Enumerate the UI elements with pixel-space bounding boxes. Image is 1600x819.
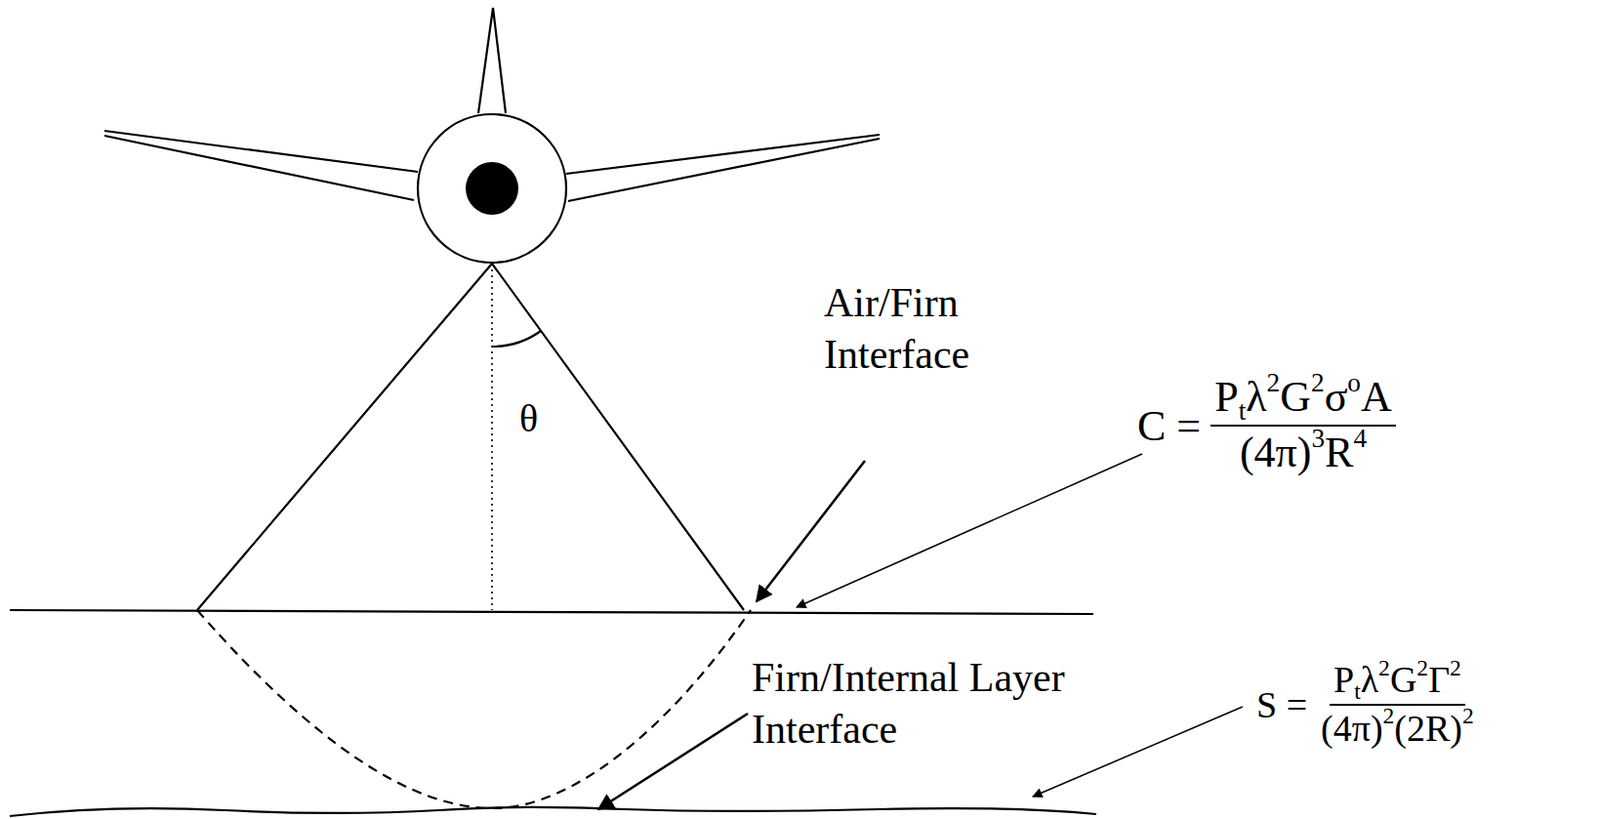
equation-term: λ: [1245, 372, 1267, 421]
satellite-dot: [465, 162, 519, 215]
satellite-body: [417, 114, 567, 263]
denominator: (4π)2(2R)2: [1316, 705, 1478, 751]
antenna: [478, 7, 506, 114]
callout-arrow: [756, 460, 865, 602]
equation-term: (2R): [1394, 707, 1463, 749]
equation-term: o: [1347, 368, 1361, 398]
fraction: Ptλ2G2Γ2(4π)2(2R)2: [1316, 658, 1478, 750]
equation-term: λ: [1360, 658, 1379, 700]
equation-term: 2: [1267, 368, 1281, 398]
right-panel: [566, 134, 880, 202]
equation-term: 4: [1353, 423, 1367, 453]
equation-term: 2: [1462, 702, 1475, 729]
interface-label: Air/Firn Interface: [823, 277, 1010, 380]
equation-term: 2: [1378, 655, 1391, 681]
numerator: Ptλ2G2σoA: [1210, 372, 1396, 427]
equation-term: 3: [1311, 423, 1325, 453]
equation-term: Γ: [1428, 658, 1450, 700]
angle-label: θ: [519, 394, 538, 444]
left-panel: [104, 130, 418, 201]
equation-term: t: [1353, 678, 1361, 704]
numerator: Ptλ2G2Γ2: [1329, 658, 1466, 706]
radar-equation: C =Ptλ2G2σoA(4π)3R4: [1137, 372, 1396, 478]
equation-term: σ: [1324, 372, 1349, 421]
equation-term: A: [1360, 372, 1393, 421]
leader-line: [796, 453, 1143, 608]
internal-layer: [9, 807, 1097, 817]
interface-label: Firn/Internal Layer Interface: [751, 652, 1074, 755]
fraction: Ptλ2G2σoA(4π)3R4: [1210, 372, 1396, 478]
equation-term: G: [1390, 658, 1417, 700]
radar-equation: S =Ptλ2G2Γ2(4π)2(2R)2: [1256, 658, 1478, 750]
equation-term: P: [1333, 658, 1354, 700]
equation-term: (4π): [1239, 428, 1313, 477]
equation-symbol: S =: [1256, 683, 1308, 727]
equation-term: P: [1214, 372, 1238, 421]
equation-term: G: [1279, 372, 1312, 421]
equation-term: t: [1238, 396, 1247, 426]
angle-arc: [492, 330, 541, 347]
equation-term: 2: [1416, 655, 1429, 681]
air-firn-surface: [9, 610, 1094, 615]
radar-beam: [197, 263, 744, 611]
denominator: (4π)3R4: [1235, 426, 1371, 479]
callout-arrow: [598, 713, 748, 810]
equation-term: 2: [1383, 702, 1395, 729]
equation-term: 2: [1311, 368, 1325, 398]
nadir-line: [491, 263, 493, 611]
leader-line: [1032, 706, 1243, 797]
equation-term: 2: [1449, 655, 1462, 681]
equation-term: R: [1324, 428, 1354, 477]
equation-symbol: C =: [1137, 401, 1201, 452]
wavefront: [197, 610, 751, 809]
equation-term: (4π): [1320, 707, 1384, 749]
